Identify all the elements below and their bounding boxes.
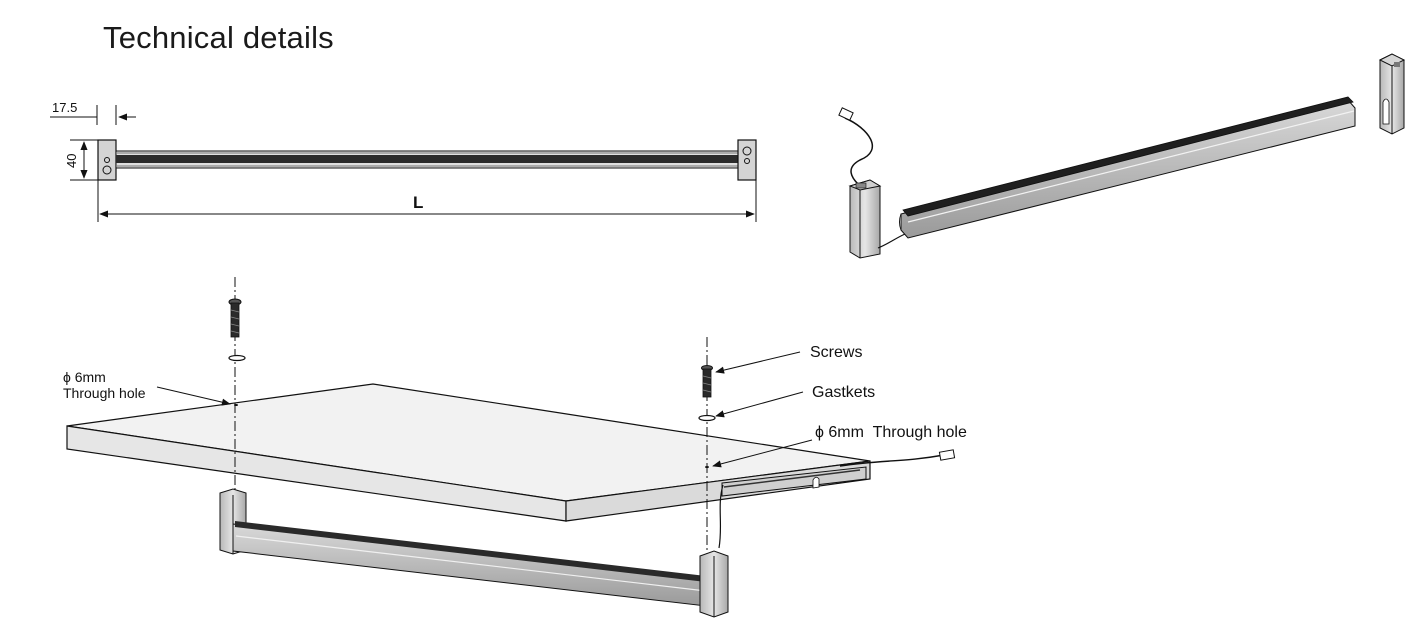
- left-through-hole: [234, 404, 238, 406]
- left-hole-leader: [156, 386, 231, 406]
- power-cable: [844, 117, 874, 185]
- height-label: 40: [64, 154, 79, 168]
- cable-right: [839, 454, 945, 467]
- right-end-cap: [737, 139, 757, 181]
- left-gasket: [228, 354, 246, 362]
- left-hole-text-label: Through hole: [63, 385, 146, 401]
- top-view-drawing: 17.5 40: [50, 100, 757, 222]
- gaskets-leader: [715, 391, 804, 418]
- wall-bracket-3d: [1378, 53, 1406, 135]
- installation-exploded-view: ϕ 6mm Through hole Screws Gastkets ϕ 6mm…: [63, 277, 967, 618]
- right-screw: [701, 365, 713, 398]
- gaskets-label: Gastkets: [812, 384, 875, 401]
- screws-leader: [715, 351, 801, 374]
- right-hole-label: ϕ 6mm Through hole: [815, 424, 967, 441]
- height-dimension: 40: [64, 139, 98, 181]
- length-label: L: [413, 193, 423, 212]
- end-offset-dimension: 17.5: [50, 100, 136, 125]
- left-screw: [228, 298, 242, 338]
- end-offset-label: 17.5: [52, 100, 77, 115]
- rail-bar-top-view: [115, 150, 739, 169]
- cable-plug-right: [938, 449, 956, 461]
- cable-connector-plug: [838, 107, 854, 121]
- hanging-rail: [219, 484, 729, 618]
- page-title: Technical details: [103, 20, 334, 55]
- right-through-hole: [705, 466, 709, 468]
- right-gasket: [698, 414, 716, 422]
- rail-3d: [899, 96, 1356, 239]
- rail-3d-view: [838, 53, 1406, 259]
- length-dimension: L: [97, 180, 757, 222]
- left-end-cap: [97, 139, 117, 181]
- right-hole-leader: [712, 439, 813, 468]
- screws-label: Screws: [810, 344, 862, 361]
- driver-box: [848, 179, 882, 259]
- left-hole-diameter-label: ϕ 6mm: [63, 369, 106, 385]
- shelf-panel: [66, 383, 871, 522]
